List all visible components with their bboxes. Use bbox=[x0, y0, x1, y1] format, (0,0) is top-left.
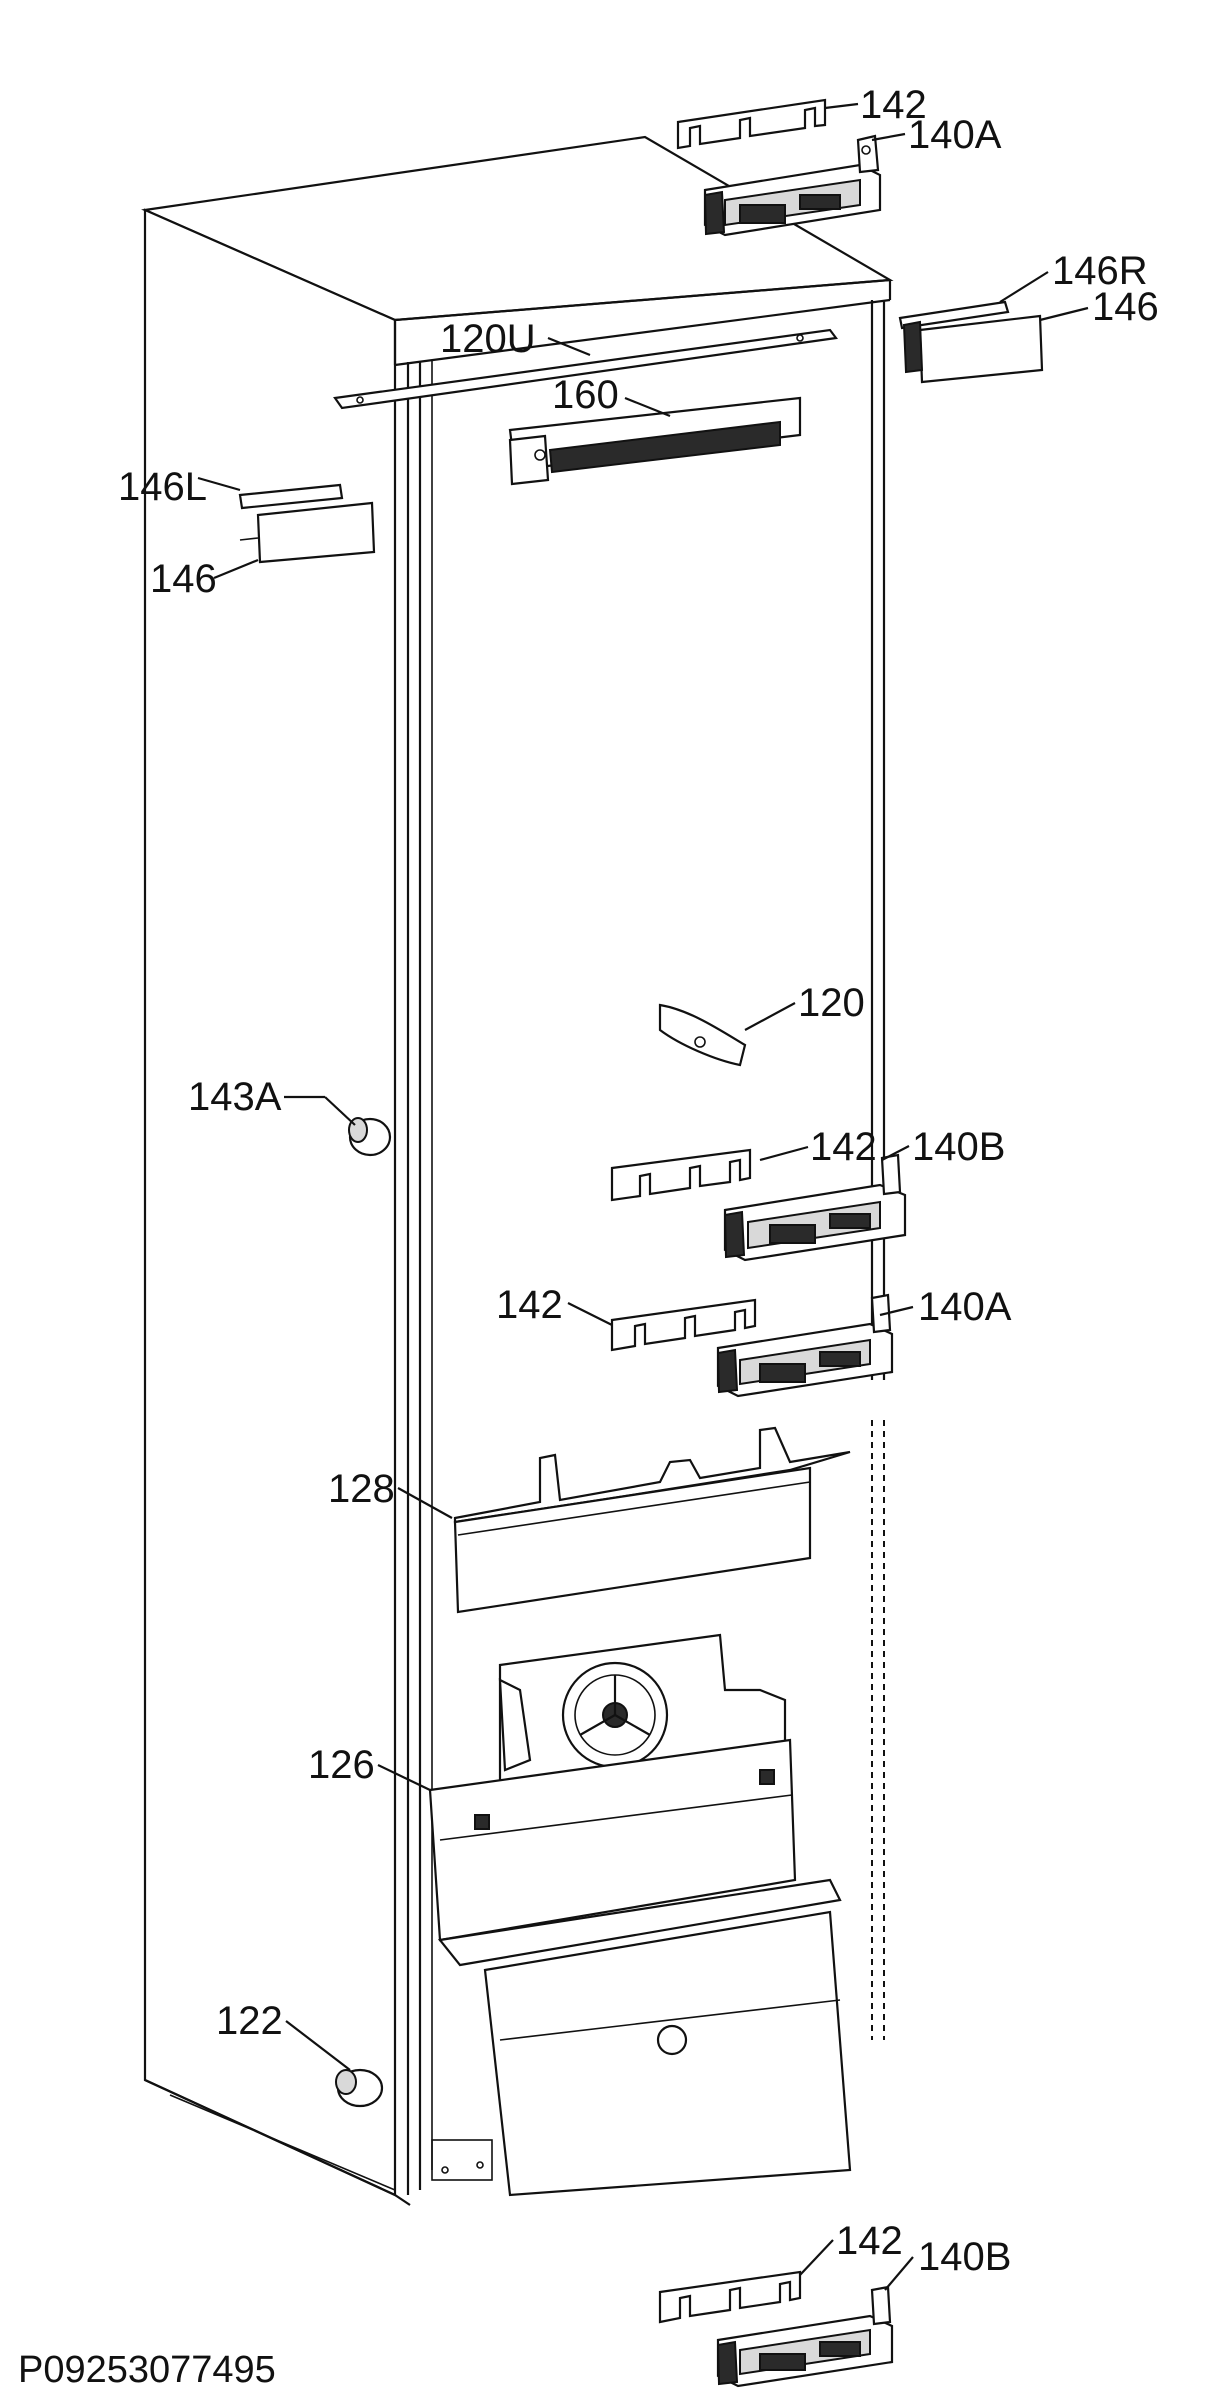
callout-143a: 143A bbox=[188, 1075, 282, 1119]
leader-lines bbox=[197, 102, 1089, 2291]
callout-160: 160 bbox=[552, 373, 619, 417]
hinge-mid1-part bbox=[723, 1153, 907, 1262]
drawing-code: P09253077495 bbox=[18, 2349, 276, 2391]
hinge-plate-top-part bbox=[676, 98, 827, 150]
cabinet-body bbox=[141, 135, 894, 2206]
hinge-mid2-part bbox=[716, 1293, 894, 1398]
callout-122: 122 bbox=[216, 1999, 283, 2043]
callout-140a-top: 140A bbox=[908, 113, 1002, 157]
callout-120: 120 bbox=[798, 981, 865, 1025]
cover-right-trim-part bbox=[898, 300, 1010, 330]
cover-right-part bbox=[902, 314, 1044, 384]
fan-duct-part bbox=[428, 1633, 852, 2197]
callout-142-top: 142 bbox=[860, 83, 927, 127]
callout-120u: 120U bbox=[440, 317, 536, 361]
callout-142-bottom: 142 bbox=[836, 2219, 903, 2263]
callout-140a-mid2: 140A bbox=[918, 1285, 1012, 1329]
hinge-plate-bottom-part bbox=[658, 2270, 802, 2324]
hinge-plate-mid1-part bbox=[610, 1148, 752, 1202]
hinge-top-part bbox=[703, 134, 882, 237]
callout-126: 126 bbox=[308, 1743, 375, 1787]
callout-140b-bottom: 140B bbox=[918, 2235, 1011, 2279]
foot-pin-upper-part bbox=[348, 1117, 392, 1157]
callout-146l: 146L bbox=[118, 465, 207, 509]
light-unit-part bbox=[508, 396, 802, 486]
callout-146-right: 146 bbox=[1092, 285, 1159, 329]
callout-labels: 142 140A 146R 146 120U 160 146L 146 120 … bbox=[118, 83, 1159, 2279]
cover-left-trim-part bbox=[238, 483, 344, 510]
callout-142-mid2: 142 bbox=[496, 1283, 563, 1327]
handle-bracket-part bbox=[658, 1003, 747, 1067]
cover-left-part bbox=[239, 501, 376, 564]
callout-128: 128 bbox=[328, 1467, 395, 1511]
shelf-cover-part bbox=[453, 1426, 851, 1614]
callout-140b-mid1: 140B bbox=[912, 1125, 1005, 1169]
hinge-plate-mid2-part bbox=[610, 1298, 757, 1352]
foot-pin-lower-part bbox=[335, 2068, 384, 2108]
callout-142-mid1: 142 bbox=[810, 1125, 877, 1169]
top-rail-part bbox=[333, 328, 838, 410]
callout-146-left: 146 bbox=[150, 557, 217, 601]
callout-146r: 146R bbox=[1052, 249, 1148, 293]
hinge-bottom-part bbox=[716, 2285, 894, 2388]
